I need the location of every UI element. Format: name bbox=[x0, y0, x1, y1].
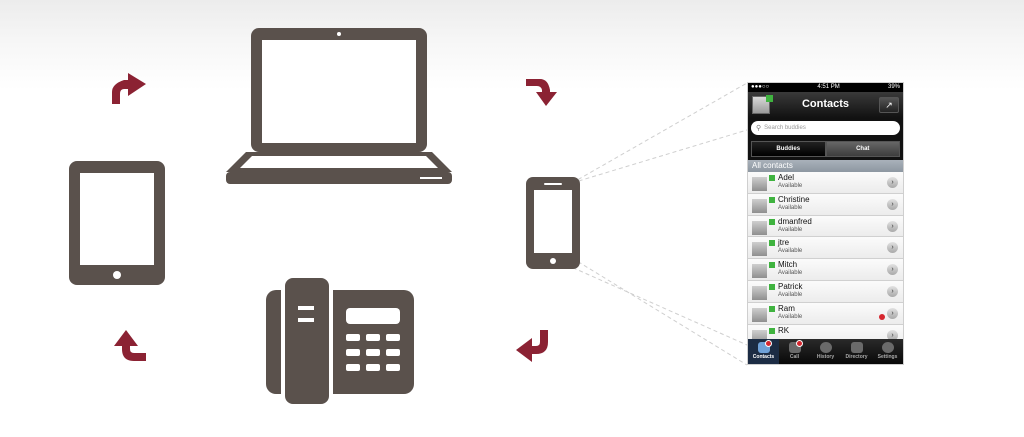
contact-status: Available bbox=[778, 183, 803, 189]
contact-status: Available bbox=[778, 291, 803, 298]
contact-status: Available bbox=[778, 270, 803, 277]
contact-name: Ram bbox=[778, 303, 795, 313]
page-title: Contacts bbox=[801, 98, 850, 110]
contact-avatar bbox=[752, 242, 767, 257]
presence-indicator bbox=[766, 95, 773, 102]
chevron-right-icon[interactable]: › bbox=[887, 242, 898, 254]
share-icon[interactable]: ↗ bbox=[879, 97, 899, 113]
notification-badge bbox=[764, 340, 772, 347]
curved-arrow-icon bbox=[516, 330, 548, 362]
chevron-right-icon[interactable]: › bbox=[887, 198, 898, 210]
contacts-icon bbox=[757, 342, 770, 353]
chevron-right-icon[interactable]: › bbox=[887, 307, 898, 319]
tablet-icon bbox=[69, 161, 165, 285]
settings-gear-icon bbox=[881, 342, 894, 353]
contact-status: Available bbox=[778, 226, 803, 233]
segmented-control: Buddies Chat bbox=[748, 138, 903, 160]
contact-status: Available bbox=[778, 248, 803, 255]
curved-arrow-icon bbox=[526, 79, 557, 106]
table-row[interactable]: Patrick Available › bbox=[748, 280, 903, 303]
tab-bar: Contacts Call History Directory Settings bbox=[748, 339, 903, 364]
curved-arrow-icon bbox=[114, 330, 146, 361]
status-bar: ●●●○○ 4:51 PM 39% bbox=[748, 83, 903, 92]
presence-indicator bbox=[769, 240, 775, 247]
tab-history[interactable]: History bbox=[810, 339, 841, 364]
battery-indicator: 39% bbox=[887, 84, 900, 90]
contact-name: Adel bbox=[778, 173, 795, 182]
contact-status: Available bbox=[778, 204, 803, 211]
presence-indicator bbox=[769, 327, 775, 334]
table-row[interactable]: Christine Available › bbox=[748, 193, 903, 216]
tab-call[interactable]: Call bbox=[779, 339, 810, 364]
tab-label: History bbox=[816, 354, 835, 360]
phone-app-screenshot: ●●●○○ 4:51 PM 39% Contacts ↗ ⚲ Search bu… bbox=[747, 82, 904, 365]
table-row[interactable]: Mitch Available › bbox=[748, 259, 903, 281]
smartphone-icon bbox=[526, 177, 580, 269]
search-placeholder: Search buddies bbox=[764, 125, 806, 131]
contact-name: dmanfred bbox=[778, 216, 812, 226]
tab-contacts[interactable]: Contacts bbox=[748, 339, 779, 364]
contact-avatar bbox=[752, 285, 767, 300]
contact-status: Available bbox=[778, 313, 803, 320]
table-row[interactable]: jtre Available › bbox=[748, 237, 903, 260]
presence-indicator bbox=[769, 196, 775, 203]
table-row[interactable]: Adel Available › bbox=[748, 172, 903, 194]
clock-icon bbox=[819, 342, 832, 353]
search-input[interactable]: ⚲ Search buddies bbox=[751, 121, 900, 135]
chevron-right-icon[interactable]: › bbox=[887, 264, 898, 276]
signal-indicator: ●●●○○ bbox=[751, 84, 770, 90]
status-time: 4:51 PM bbox=[817, 84, 840, 90]
laptop-icon bbox=[226, 28, 452, 184]
search-bar: ⚲ Search buddies bbox=[748, 118, 903, 138]
tab-directory[interactable]: Directory bbox=[841, 339, 872, 364]
presence-indicator bbox=[769, 262, 775, 269]
contact-name: jtre bbox=[778, 238, 790, 248]
chevron-right-icon[interactable]: › bbox=[887, 220, 898, 232]
search-icon: ⚲ bbox=[756, 125, 762, 132]
curved-arrow-icon bbox=[112, 73, 146, 104]
tab-label: Call bbox=[789, 354, 800, 360]
alert-badge bbox=[879, 313, 885, 320]
contact-avatar bbox=[752, 220, 767, 235]
table-row[interactable]: dmanfred Available › bbox=[748, 215, 903, 238]
contact-list: Adel Available › Christine Available › d… bbox=[748, 172, 903, 347]
contact-name: Patrick bbox=[778, 281, 803, 291]
nav-bar: Contacts ↗ bbox=[748, 92, 903, 118]
directory-icon bbox=[850, 342, 863, 353]
table-row[interactable]: Ram Available › bbox=[748, 302, 903, 325]
contact-name: Mitch bbox=[778, 260, 798, 270]
tab-settings[interactable]: Settings bbox=[872, 339, 903, 364]
chevron-right-icon[interactable]: › bbox=[887, 329, 898, 341]
contact-avatar bbox=[752, 177, 767, 191]
tab-label: Settings bbox=[877, 354, 898, 360]
tab-buddies[interactable]: Buddies bbox=[751, 141, 826, 157]
tab-chat[interactable]: Chat bbox=[825, 141, 900, 157]
chevron-right-icon[interactable]: › bbox=[887, 285, 898, 297]
section-header: All contacts bbox=[748, 160, 903, 172]
presence-indicator bbox=[769, 175, 775, 181]
keypad-icon bbox=[788, 342, 801, 353]
connector-lines bbox=[559, 82, 748, 366]
tab-label: Contacts bbox=[752, 354, 775, 360]
presence-indicator bbox=[769, 283, 775, 290]
tab-label: Directory bbox=[845, 354, 868, 360]
presence-indicator bbox=[769, 305, 775, 312]
contact-name: RK bbox=[778, 325, 790, 335]
avatar[interactable] bbox=[752, 95, 773, 114]
desk-phone-icon bbox=[266, 274, 414, 408]
notification-badge bbox=[795, 340, 803, 347]
contact-avatar bbox=[752, 307, 767, 322]
contact-name: Christine bbox=[778, 194, 810, 204]
contact-avatar bbox=[752, 198, 767, 213]
presence-indicator bbox=[769, 218, 775, 225]
contact-avatar bbox=[752, 264, 767, 279]
chevron-right-icon[interactable]: › bbox=[887, 177, 898, 188]
